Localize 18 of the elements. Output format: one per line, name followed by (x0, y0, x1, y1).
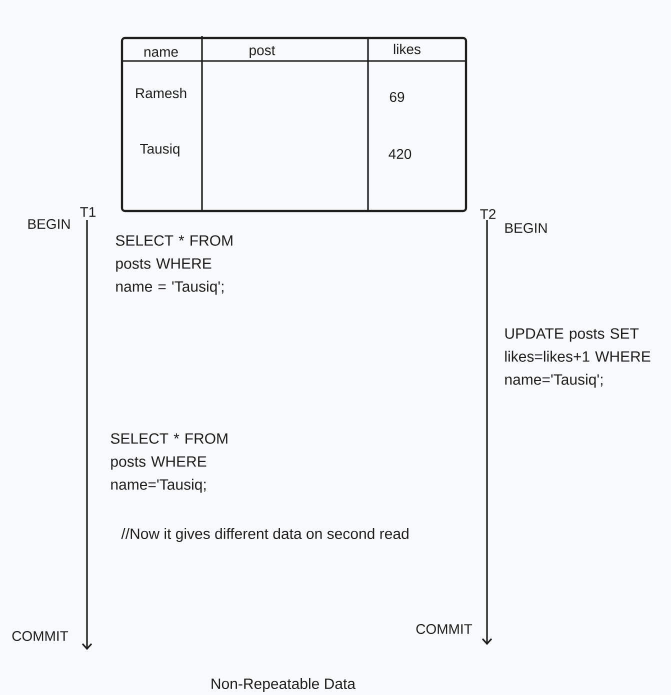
begin-label: BEGIN (28, 219, 70, 229)
begin-label: BEGIN (505, 223, 547, 233)
transaction-label: T1 (80, 207, 96, 217)
commit-label: COMMIT (12, 631, 68, 641)
table-header-cell: post (250, 46, 276, 58)
caption: Non-Repeatable Data (212, 678, 356, 692)
table-header-cell: name (144, 49, 178, 57)
sql-statement: UPDATE posts SET likes=likes+1 WHERE name='Tausiq'; (505, 328, 650, 388)
comment-text: //Now it gives different data on second read (121, 528, 408, 542)
commit-label: COMMIT (416, 624, 472, 634)
table-cell: 420 (388, 149, 412, 159)
transaction-label: T2 (480, 209, 496, 219)
table-cell: 69 (390, 92, 404, 102)
table-header-cell: likes (394, 44, 420, 54)
table-cell: Ramesh (136, 88, 186, 98)
sql-statement: SELECT * FROM posts WHERE name='Tausiq; (110, 433, 228, 493)
sql-statement: SELECT * FROM posts WHERE name = 'Tausiq'; (116, 235, 232, 295)
table-cell: Tausiq (140, 143, 180, 157)
